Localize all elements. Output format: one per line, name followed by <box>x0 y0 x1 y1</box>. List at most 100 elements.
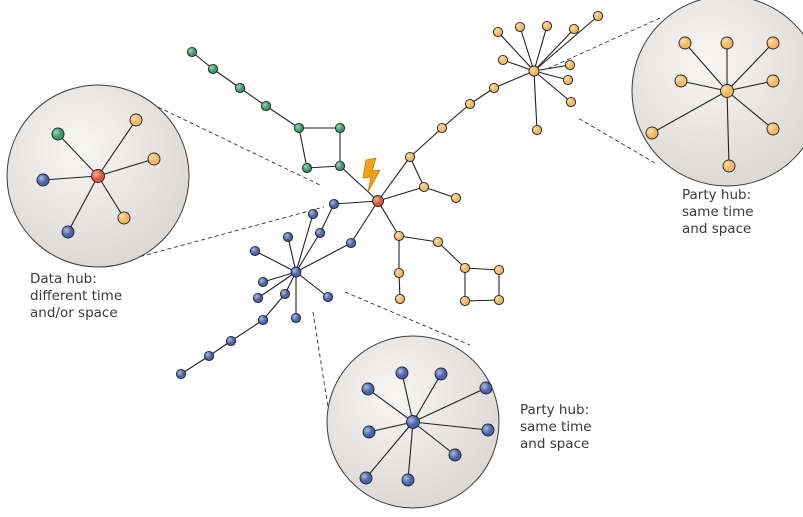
orange-node <box>432 236 444 248</box>
green-node <box>334 122 346 134</box>
data-hub-label-line-1: Data hub: <box>30 271 97 287</box>
green-node <box>301 162 313 174</box>
blue-node <box>328 198 340 210</box>
orange-node <box>514 21 526 33</box>
green-chain-edge <box>212 68 241 89</box>
blue-path-edge <box>295 232 321 273</box>
party-hub-bottom-label: Party hub: same time and space <box>520 402 592 453</box>
zoom-guide-line <box>312 311 331 421</box>
lightning-bolt-icon <box>362 157 381 193</box>
data-hub-label-line-3: and/or space <box>30 305 118 321</box>
orange-node <box>541 20 553 32</box>
blue-hub-spoke <box>287 236 297 273</box>
zoom-spoke <box>726 42 774 92</box>
green-to-hub-edge <box>339 165 379 202</box>
blue-hub-spoke <box>295 242 352 273</box>
green-square-edge <box>306 165 341 169</box>
blue-node <box>175 368 187 380</box>
zoom-spoke <box>412 387 487 423</box>
orange-node <box>450 192 462 204</box>
zoom-spoke <box>412 373 442 423</box>
orange-hub-spoke <box>502 59 535 72</box>
zoom-node <box>766 74 780 88</box>
green-chain-edge <box>265 105 300 129</box>
zoom-spoke <box>401 372 414 423</box>
zoom-spoke <box>726 90 774 130</box>
blue-node <box>203 350 215 362</box>
network-nodes <box>175 10 604 380</box>
data-hub-zoom-circle <box>6 84 190 268</box>
blue-hub-spoke <box>254 250 297 273</box>
orange-chain-edge <box>493 70 535 89</box>
zoom-node <box>720 36 734 50</box>
zoom-node <box>766 36 780 50</box>
party-hub-bottom-label-line-2: same time <box>520 419 592 435</box>
orange-lower-edge <box>398 235 439 243</box>
party-hub-bottom-label-line-3: and space <box>520 436 590 452</box>
orange-triangle-edge <box>409 156 425 188</box>
zoom-spoke <box>67 175 99 233</box>
blue-chain-edge <box>230 319 264 342</box>
green-node <box>334 160 346 172</box>
orange-hub-spoke <box>533 70 572 103</box>
data-hub-label-line-2: different time <box>30 288 123 304</box>
zoom-hub-node <box>406 415 420 429</box>
blue-node <box>345 237 357 249</box>
orange-node <box>492 26 504 38</box>
zoom-node <box>51 127 65 141</box>
zoom-spoke <box>726 90 730 167</box>
zoom-spoke <box>680 80 728 92</box>
blue-node <box>282 231 294 243</box>
orange-chain-edge <box>409 127 443 158</box>
zoom-spoke <box>42 175 99 181</box>
green-chain-edge <box>239 87 267 107</box>
orange-party-hub-node <box>528 65 540 77</box>
blue-node <box>279 288 291 300</box>
blue-hub-spoke <box>295 271 329 298</box>
orange-hub-spoke <box>519 26 535 72</box>
orange-node <box>459 295 471 307</box>
zoom-hub-node <box>720 84 734 98</box>
zoom-spoke <box>651 90 728 134</box>
orange-node <box>459 262 471 274</box>
orange-node <box>488 82 500 94</box>
zoom-spoke <box>412 421 489 431</box>
blue-node <box>307 208 319 220</box>
blue-chain-edge <box>262 293 286 321</box>
zoom-hub-node <box>91 169 105 183</box>
party-hub-right-label-line-2: same time <box>682 204 754 220</box>
orange-node <box>564 59 576 71</box>
zoom-spoke <box>57 133 99 177</box>
orange-node <box>493 264 505 276</box>
blue-node <box>249 245 261 257</box>
blue-node <box>322 291 334 303</box>
zoom-spoke <box>684 42 728 92</box>
zoom-guide-line <box>119 206 325 263</box>
orange-hub-spoke <box>497 31 535 72</box>
orange-triangle-edge <box>423 186 457 199</box>
blue-node <box>257 314 269 326</box>
zoom-node <box>479 381 493 395</box>
zoom-node <box>359 471 373 485</box>
orange-node <box>568 23 580 35</box>
orange-hub-spoke <box>533 15 599 72</box>
party-hub-bottom-label-line-1: Party hub: <box>520 402 590 418</box>
orange-node <box>436 122 448 134</box>
blue-path-edge <box>333 200 379 205</box>
orange-node <box>493 294 505 306</box>
zoom-guide-line <box>577 117 656 164</box>
zoom-spoke <box>412 421 456 456</box>
zoom-node <box>678 36 692 50</box>
zoom-spoke <box>726 80 774 92</box>
zoom-spoke <box>407 421 414 481</box>
zoom-circles <box>6 0 803 509</box>
orange-node <box>497 54 509 66</box>
party-hub-right-zoom-circle <box>631 0 803 187</box>
orange-lower-edge <box>377 200 400 237</box>
zoom-node <box>722 159 736 173</box>
network-edges <box>180 15 599 375</box>
green-node <box>234 82 246 94</box>
orange-node <box>394 293 406 305</box>
blue-node <box>252 292 264 304</box>
